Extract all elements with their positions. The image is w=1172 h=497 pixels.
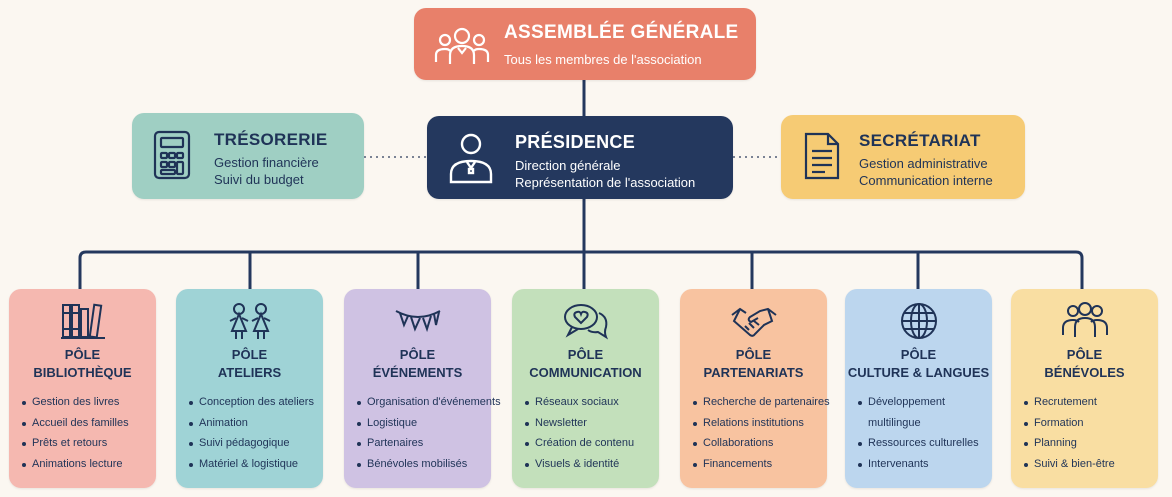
pole-ateliers: PÔLE ATELIERS Conception des ateliers An… (176, 289, 323, 488)
pole-task: Suivi pédagogique (187, 433, 319, 454)
pole-title-line-1: PÔLE (231, 347, 268, 362)
pole-title-line-2: ÉVÉNEMENTS (372, 365, 463, 380)
pole-task-list: Recherche de partenaires Relations insti… (691, 392, 830, 475)
pole-title-line-2: PARTENARIATS (703, 365, 804, 380)
pole-task: Création de contenu (523, 433, 655, 454)
presidence-title: PRÉSIDENCE (515, 132, 636, 152)
presidence-line-1: Direction générale (515, 158, 621, 173)
pole-partenariats: PÔLE PARTENARIATS Recherche de partenair… (680, 289, 830, 488)
pole-title: PÔLE BÉNÉVOLES (1011, 346, 1158, 382)
pole-bibliotheque: PÔLE BIBLIOTHÈQUE Gestion des livres Acc… (9, 289, 156, 488)
pole-task-list: Organisation d'événements Logistique Par… (355, 392, 501, 475)
person-icon (449, 133, 493, 184)
pole-task: Financements (691, 454, 823, 475)
secretariat-line-2: Communication interne (859, 173, 993, 188)
secretariat-line-1: Gestion administrative (859, 156, 988, 171)
pole-title-line-1: PÔLE (399, 347, 436, 362)
books-icon (60, 303, 105, 339)
pole-evenements: PÔLE ÉVÉNEMENTS Organisation d'événement… (344, 289, 501, 488)
pole-task: Relations institutions (691, 413, 823, 434)
pole-title: PÔLE CULTURE & LANGUES (845, 346, 992, 382)
pole-task-list: Développement multilingue Ressources cul… (856, 392, 988, 474)
pole-title: PÔLE ÉVÉNEMENTS (344, 346, 491, 382)
secretariat-lines: Gestion administrative Communication int… (859, 155, 993, 189)
pole-task: Ressources culturelles (856, 433, 988, 454)
secretariat-box: SECRÉTARIAT Gestion administrative Commu… (781, 115, 1025, 199)
pole-task: Réseaux sociaux (523, 392, 655, 413)
pole-task: Planning (1022, 433, 1154, 454)
pole-benevoles: PÔLE BÉNÉVOLES Recrutement Formation Pla… (1011, 289, 1158, 488)
children-icon (229, 303, 270, 339)
pole-task: Accueil des familles (20, 413, 152, 434)
chat-bubbles-icon (563, 304, 608, 340)
tresorerie-line-1: Gestion financière (214, 155, 319, 170)
pole-title-line-2: BIBLIOTHÈQUE (33, 365, 132, 380)
tresorerie-line-2: Suivi du budget (214, 172, 304, 187)
pole-title-line-1: PÔLE (64, 347, 101, 362)
pole-task-list: Conception des ateliers Animation Suivi … (187, 392, 319, 474)
pole-title-line-1: PÔLE (1066, 347, 1103, 362)
group-icon (434, 27, 490, 64)
pole-task: Matériel & logistique (187, 454, 319, 475)
pole-task: Suivi & bien-être (1022, 454, 1154, 475)
tresorerie-title: TRÉSORERIE (214, 130, 328, 149)
presidence-box: PRÉSIDENCE Direction générale Représenta… (427, 116, 733, 199)
pole-title: PÔLE COMMUNICATION (512, 346, 659, 382)
pole-title-line-2: BÉNÉVOLES (1044, 365, 1125, 380)
pole-title-line-2: CULTURE & LANGUES (847, 365, 990, 380)
pole-task: Gestion des livres (20, 392, 152, 413)
assemblee-generale-box: ASSEMBLÉE GÉNÉRALE Tous les membres de l… (414, 8, 756, 80)
pole-task-list: Gestion des livres Accueil des familles … (20, 392, 152, 474)
connector-bus (78, 250, 1084, 289)
pole-task: Logistique (355, 413, 487, 434)
pole-task: Conception des ateliers (187, 392, 319, 413)
pole-title-line-1: PÔLE (567, 347, 604, 362)
pole-task: Partenaires (355, 433, 487, 454)
bunting-icon (395, 310, 440, 333)
pole-title: PÔLE ATELIERS (176, 346, 323, 382)
pole-task: Prêts et retours (20, 433, 152, 454)
pole-title: PÔLE BIBLIOTHÈQUE (9, 346, 156, 382)
pole-title-line-1: PÔLE (900, 347, 937, 362)
pole-task: Animation (187, 413, 319, 434)
pole-task: Animations lecture (20, 454, 152, 475)
people-icon (1061, 302, 1108, 337)
presidence-lines: Direction générale Représentation de l'a… (515, 157, 695, 191)
calculator-icon (153, 130, 191, 180)
pole-task-list: Recrutement Formation Planning Suivi & b… (1022, 392, 1154, 474)
pole-task: Bénévoles mobilisés (355, 454, 487, 475)
pole-task: Visuels & identité (523, 454, 655, 475)
document-icon (804, 132, 840, 180)
presidence-line-2: Représentation de l'association (515, 175, 696, 190)
pole-task: Newsletter (523, 413, 655, 434)
handshake-icon (730, 307, 777, 337)
pole-task: Recrutement (1022, 392, 1154, 413)
pole-title-line-2: ATELIERS (217, 365, 282, 380)
assemblee-title: ASSEMBLÉE GÉNÉRALE (504, 22, 739, 43)
pole-title-line-1: PÔLE (735, 347, 772, 362)
pole-task-list: Réseaux sociaux Newsletter Création de c… (523, 392, 655, 474)
pole-task: Formation (1022, 413, 1154, 434)
pole-title-line-2: COMMUNICATION (529, 365, 642, 380)
pole-task: Collaborations (691, 433, 823, 454)
tresorerie-box: TRÉSORERIE Gestion financière Suivi du b… (132, 113, 364, 199)
pole-culture-langues: PÔLE CULTURE & LANGUES Développement mul… (845, 289, 992, 488)
pole-task: Recherche de partenaires (691, 392, 830, 413)
pole-task: Intervenants (856, 454, 988, 475)
pole-communication: PÔLE COMMUNICATION Réseaux sociaux Newsl… (512, 289, 659, 488)
pole-task: Développement (856, 392, 988, 413)
pole-task-continuation: multilingue (868, 416, 921, 429)
pole-title: PÔLE PARTENARIATS (680, 346, 827, 382)
assemblee-subtitle: Tous les membres de l'association (504, 52, 702, 67)
globe-icon (900, 303, 937, 339)
secretariat-title: SECRÉTARIAT (859, 131, 981, 150)
pole-task: Organisation d'événements (355, 392, 501, 413)
tresorerie-lines: Gestion financière Suivi du budget (214, 154, 319, 188)
